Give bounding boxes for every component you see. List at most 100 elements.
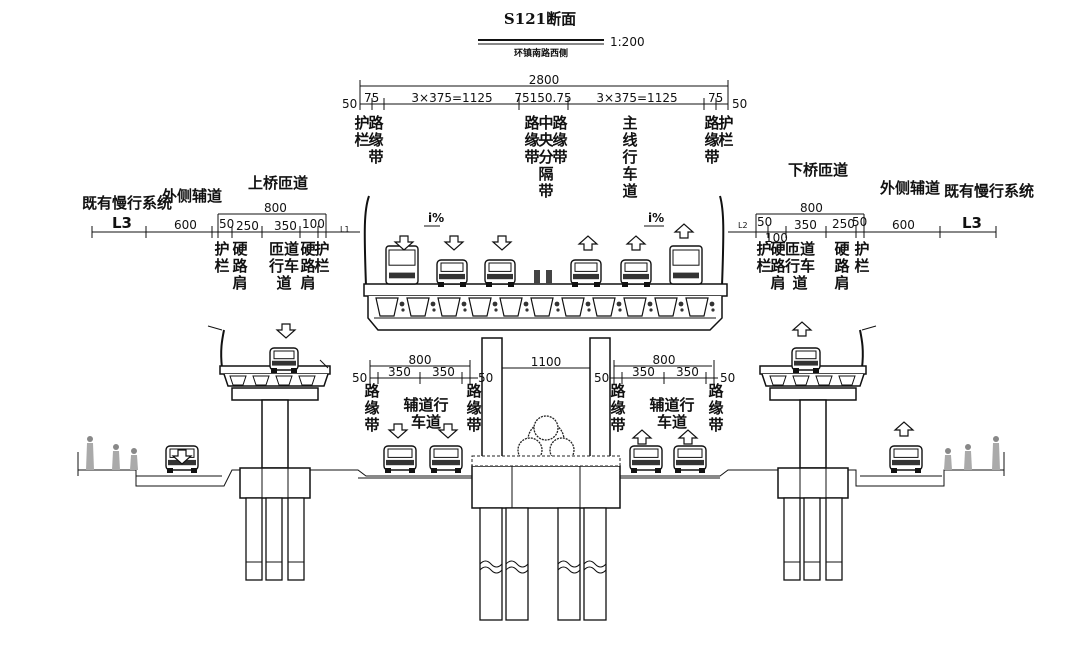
arrow-up-icon	[893, 421, 915, 437]
girder-cell	[375, 297, 399, 317]
label-ground-r-strip1-2: 带	[610, 416, 625, 434]
car-wheel	[675, 468, 681, 473]
label-main-center-b-0: 中	[538, 114, 553, 132]
label-ground-l-strip2-1: 缘	[466, 399, 481, 417]
bus-grille	[673, 272, 699, 279]
dim-ramp-r-100: 100	[765, 231, 788, 245]
label-ramp-l-shoulder-1: 路	[232, 257, 248, 275]
pile-break	[479, 560, 503, 574]
car-window	[677, 448, 703, 458]
arrow-down-icon	[443, 235, 465, 251]
label-ramp-r-lane-1: 行车	[784, 257, 815, 275]
dim-ground-350c: 350	[632, 365, 655, 379]
car-wheel	[622, 282, 628, 287]
label-ramp-r-shoulder-2: 肩	[770, 274, 785, 292]
label-main-lane-4: 道	[622, 182, 637, 200]
car-window	[893, 448, 919, 458]
label-ramp-r-guard-1: 栏	[756, 257, 771, 275]
car-window	[273, 350, 295, 360]
pedestrian-icon	[87, 436, 93, 442]
girder-fill	[554, 301, 560, 307]
dim-main-center: 75150.75	[514, 91, 571, 105]
direction-arrows	[171, 223, 915, 465]
label-existing-slow-right: 既有慢行系统	[944, 182, 1034, 200]
label-ground-r-strip2-2: 带	[708, 416, 723, 434]
dim-ramp-l-50: 50	[219, 217, 234, 231]
ground-line	[77, 452, 1005, 487]
car-wheel	[793, 368, 799, 373]
car-window	[387, 448, 413, 458]
pedestrian-icon	[113, 444, 119, 450]
car-wheel	[644, 282, 650, 287]
label-main-lane-3: 车	[622, 165, 637, 183]
label-down-ramp: 下桥匝道	[788, 161, 848, 179]
label-ramp-r-guard2-1: 栏	[854, 257, 869, 275]
girder-cell	[592, 297, 616, 317]
label-ramp-r-shoulder2-0: 硬	[834, 240, 850, 258]
dim-main-right-50: 50	[732, 97, 747, 111]
label-ramp-l-shoulder2-1: 路	[300, 257, 316, 275]
arrow-up-icon	[631, 429, 653, 445]
car-grille	[794, 360, 818, 366]
pedestrian-body	[130, 455, 138, 470]
dim-ramp-l-350: 350	[274, 219, 297, 233]
car-grille	[432, 459, 460, 466]
girder-fill	[649, 308, 653, 312]
bus-window	[672, 249, 700, 266]
dim-ground-50c: 50	[594, 371, 609, 385]
car-wheel	[271, 368, 277, 373]
pedestrian-icon	[993, 436, 999, 442]
dim-600-right: 600	[892, 218, 915, 232]
label-ramp-r-shoulder-1: 路	[770, 257, 786, 275]
car-wheel	[385, 468, 391, 473]
ground-dimension-right: 800 50 350 350 50	[594, 353, 735, 385]
pile-break	[583, 560, 607, 574]
label-main-center-b-3: 隔	[538, 165, 553, 183]
label-main-center-b-1: 央	[538, 131, 554, 149]
label-ramp-r-lane-0: 匝道	[785, 240, 815, 258]
label-main-lane-2: 行	[621, 148, 637, 166]
car-grille	[439, 273, 465, 280]
main-pier: 1100	[471, 337, 621, 621]
label-main-left-strip-0: 路	[368, 114, 384, 132]
label-ramp-l-shoulder2-2: 肩	[300, 274, 315, 292]
arrow-up-icon	[577, 235, 599, 251]
label-ground-l-lane-1: 车道	[411, 413, 441, 431]
label-ground-l-strip2-0: 路	[466, 382, 482, 400]
dim-pier-1100: 1100	[531, 355, 562, 369]
label-ground-r-lane-0: 辅道行	[649, 396, 694, 414]
arrow-up-icon	[673, 223, 695, 239]
car-wheel	[455, 468, 461, 473]
girder-fill	[616, 301, 622, 307]
dim-ground-800-left: 800	[409, 353, 432, 367]
arrow-up-icon	[625, 235, 647, 251]
label-ramp-l-guard2-0: 护	[314, 240, 329, 258]
girder-fill	[399, 301, 405, 307]
dim-600-left: 600	[174, 218, 197, 232]
arrow-down-icon	[171, 449, 193, 465]
girder-fill	[461, 301, 467, 307]
car-wheel	[191, 468, 197, 473]
car-wheel	[409, 468, 415, 473]
label-ground-r-strip1-1: 缘	[610, 399, 625, 417]
label-ramp-r-shoulder-0: 硬	[770, 240, 786, 258]
car-window	[433, 448, 459, 458]
car-wheel	[699, 468, 705, 473]
girder-fill	[647, 301, 653, 307]
label-existing-slow-left: 既有慢行系统	[82, 194, 172, 212]
car-grille	[676, 459, 704, 466]
car-wheel	[167, 468, 173, 473]
car-window	[440, 262, 464, 272]
pedestrian-icon	[965, 444, 971, 450]
scale-label: 1:200	[610, 35, 645, 49]
pile-break	[557, 560, 581, 574]
pile	[265, 497, 283, 581]
car-wheel	[891, 468, 897, 473]
label-main-right-strip-1: 缘	[704, 131, 719, 149]
girder-cell	[406, 297, 430, 317]
main-dimension-chain: 2800 50 75 3×375=1125 75150.75 3×375=112…	[342, 73, 747, 111]
car-wheel	[655, 468, 661, 473]
label-main-center-a-0: 路	[524, 114, 540, 132]
